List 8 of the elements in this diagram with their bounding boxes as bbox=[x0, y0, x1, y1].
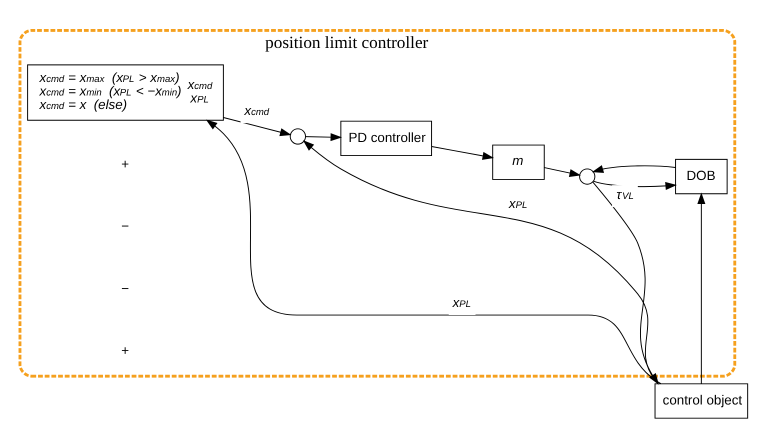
edge-label: xPL bbox=[452, 295, 471, 310]
label: + bbox=[121, 342, 130, 358]
label: − bbox=[121, 280, 130, 296]
edge-label: xPL bbox=[508, 196, 528, 211]
label: − bbox=[121, 218, 130, 234]
label: + bbox=[121, 156, 130, 172]
edge-label: xcmd bbox=[244, 103, 270, 118]
edge-label: τVL bbox=[616, 187, 634, 202]
